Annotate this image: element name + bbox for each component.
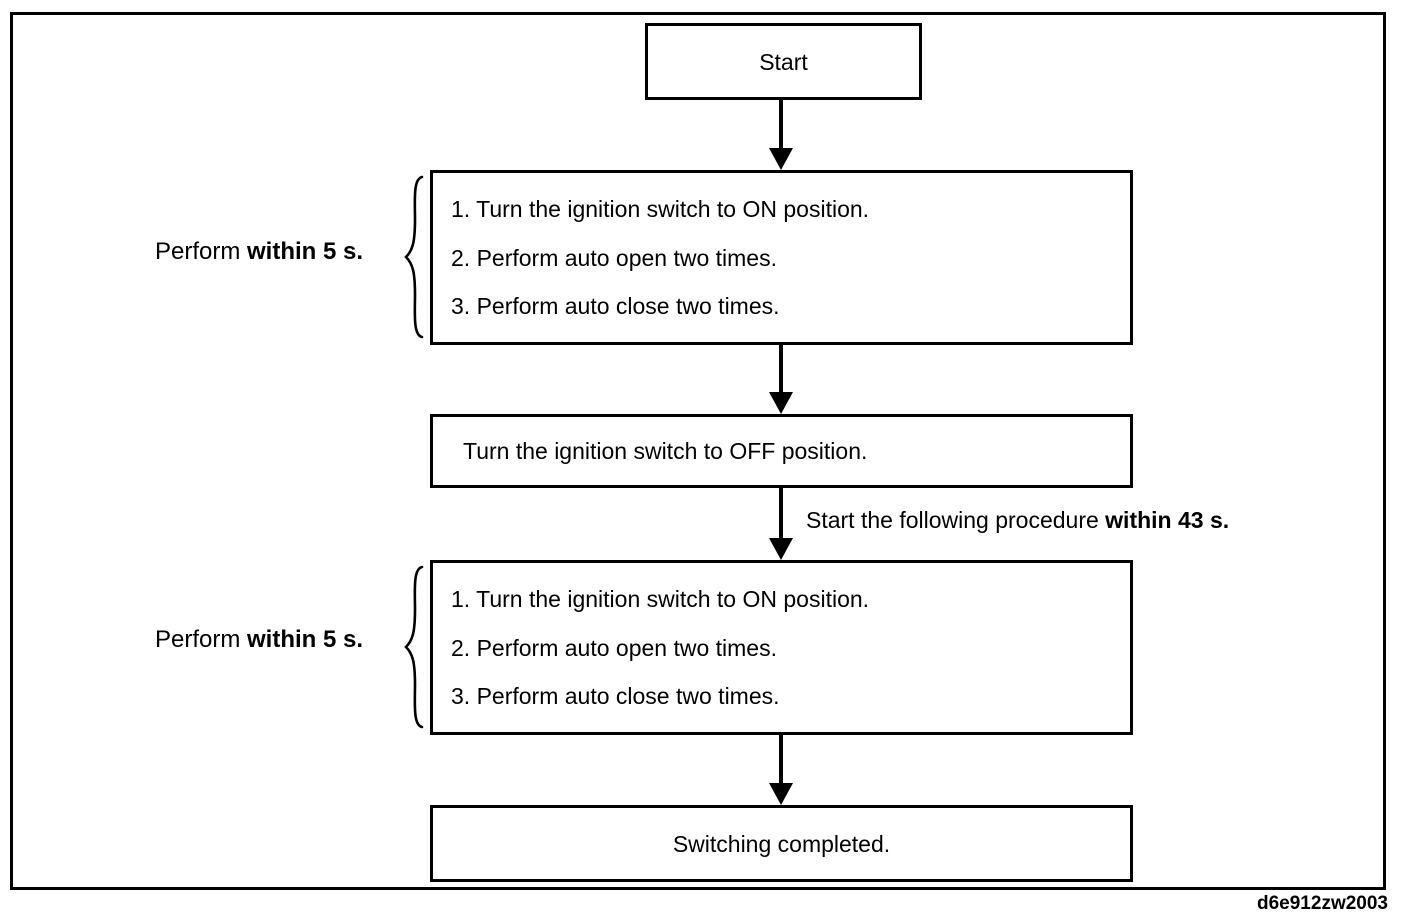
- arrow-head-icon: [769, 148, 793, 170]
- timing-note-bold: within 43 s.: [1105, 507, 1230, 533]
- annotation-prefix: Perform: [155, 626, 248, 653]
- arrow-head-icon: [769, 538, 793, 560]
- step-item: 1. Turn the ignition switch to ON positi…: [451, 586, 870, 612]
- perform-within-annotation-2: Perform within 5 s.: [155, 626, 363, 654]
- step-item: 2. Perform auto open two times.: [451, 244, 777, 271]
- flow-arrow-3: [769, 488, 793, 560]
- step-list: 1. Turn the ignition switch to ON positi…: [433, 173, 1130, 342]
- end-box-label: Switching completed.: [672, 830, 891, 857]
- ignition-off-box: Turn the ignition switch to OFF position…: [430, 414, 1133, 488]
- flow-arrow-2: [769, 345, 793, 414]
- flow-arrow-4: [769, 735, 793, 805]
- curly-brace-icon-2: [404, 565, 424, 729]
- start-box-label: Start: [759, 48, 808, 75]
- figure-code: d6e912zw2003: [1257, 893, 1388, 914]
- start-box: Start: [645, 23, 922, 100]
- ignition-off-label: Turn the ignition switch to OFF position…: [463, 438, 868, 464]
- step-item: 3. Perform auto close two times.: [451, 293, 780, 319]
- arrow-shaft: [779, 345, 783, 392]
- arrow-shaft: [779, 100, 783, 148]
- step-box-1: 1. Turn the ignition switch to ON positi…: [430, 170, 1133, 345]
- arrow-head-icon: [769, 783, 793, 805]
- arrow-shaft: [779, 735, 783, 783]
- perform-within-annotation-1: Perform within 5 s.: [155, 238, 363, 266]
- arrow-shaft: [779, 488, 783, 538]
- end-box: Switching completed.: [430, 805, 1133, 882]
- annotation-bold: within 5 s.: [247, 238, 364, 265]
- annotation-prefix: Perform: [155, 238, 248, 265]
- timing-note: Start the following procedure within 43 …: [806, 506, 1229, 534]
- curly-brace-icon-1: [404, 175, 424, 339]
- step-item: 2. Perform auto open two times.: [451, 634, 777, 661]
- arrow-head-icon: [769, 392, 793, 414]
- flow-arrow-1: [769, 100, 793, 170]
- diagram-border: [10, 12, 1386, 890]
- step-list: 1. Turn the ignition switch to ON positi…: [433, 563, 1130, 732]
- annotation-bold: within 5 s.: [247, 626, 364, 653]
- step-item: 1. Turn the ignition switch to ON positi…: [451, 196, 870, 222]
- step-box-2: 1. Turn the ignition switch to ON positi…: [430, 560, 1133, 735]
- step-item: 3. Perform auto close two times.: [451, 683, 780, 709]
- timing-note-prefix: Start the following procedure: [806, 507, 1106, 533]
